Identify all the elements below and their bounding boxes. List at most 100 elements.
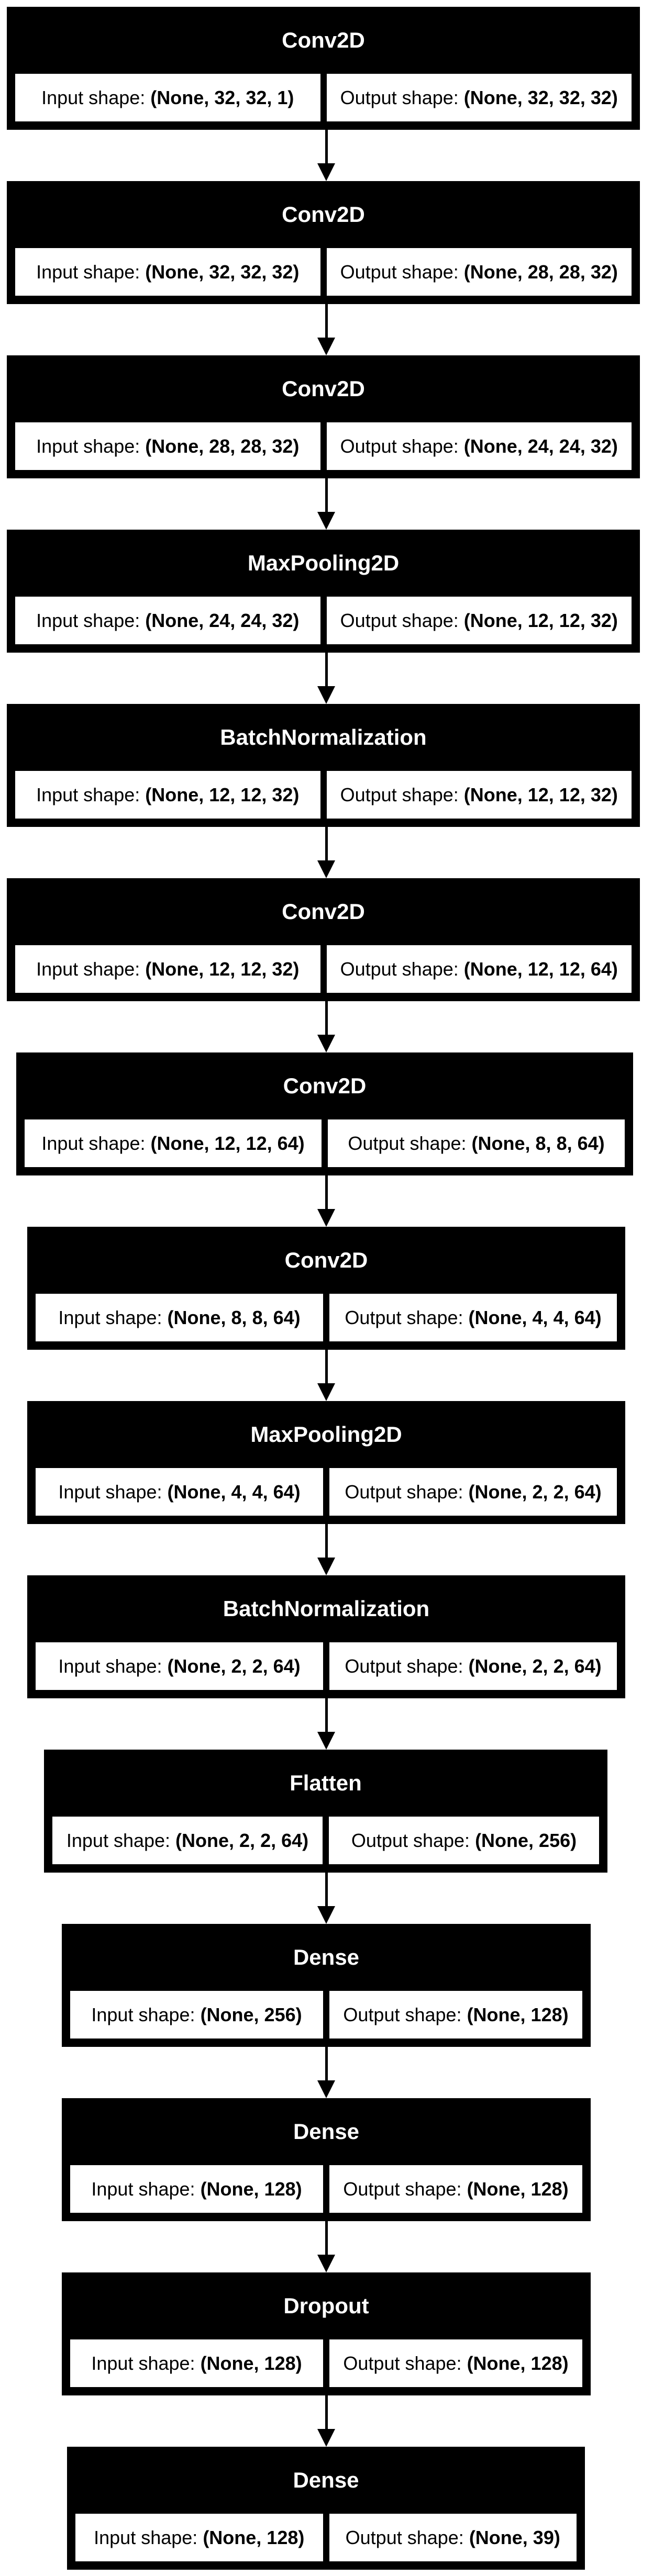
output-shape-value: (None, 2, 2, 64) xyxy=(468,1655,602,1677)
output-shape-value: (None, 128) xyxy=(467,2178,569,2200)
shape-row: Input shape:(None, 32, 32, 32)Output sha… xyxy=(15,248,632,296)
layer-name: Dense xyxy=(293,2119,360,2144)
input-shape-label: Input shape: xyxy=(91,2352,195,2374)
input-shape-cell: Input shape:(None, 12, 12, 32) xyxy=(15,771,320,819)
output-shape-label: Output shape: xyxy=(340,86,459,108)
arrow-down-icon xyxy=(317,338,335,355)
connector-line xyxy=(325,1001,328,1037)
output-shape-label: Output shape: xyxy=(340,958,459,980)
input-shape-value: (None, 32, 32, 32) xyxy=(145,261,300,283)
input-shape-value: (None, 8, 8, 64) xyxy=(167,1306,301,1328)
connector-line xyxy=(325,2047,328,2082)
output-shape-value: (None, 128) xyxy=(467,2003,569,2025)
shape-row: Input shape:(None, 12, 12, 64)Output sha… xyxy=(25,1119,625,1167)
input-shape-label: Input shape: xyxy=(94,2526,198,2548)
output-shape-cell: Output shape:(None, 2, 2, 64) xyxy=(329,1642,617,1690)
input-shape-label: Input shape: xyxy=(91,2178,195,2200)
output-shape-value: (None, 2, 2, 64) xyxy=(468,1481,602,1503)
output-shape-cell: Output shape:(None, 32, 32, 32) xyxy=(326,74,632,121)
output-shape-label: Output shape: xyxy=(340,261,459,283)
input-shape-value: (None, 24, 24, 32) xyxy=(145,609,300,631)
output-shape-cell: Output shape:(None, 128) xyxy=(329,2339,582,2387)
input-shape-label: Input shape: xyxy=(36,435,140,457)
input-shape-value: (None, 12, 12, 32) xyxy=(145,958,300,980)
input-shape-cell: Input shape:(None, 4, 4, 64) xyxy=(36,1468,323,1516)
input-shape-value: (None, 128) xyxy=(200,2178,302,2200)
input-shape-label: Input shape: xyxy=(66,1829,171,1851)
output-shape-label: Output shape: xyxy=(348,1132,467,1154)
connector-line xyxy=(325,478,328,514)
input-shape-cell: Input shape:(None, 256) xyxy=(70,1991,323,2039)
arrow-down-icon xyxy=(317,512,335,530)
input-shape-cell: Input shape:(None, 2, 2, 64) xyxy=(52,1817,323,1864)
layer-name: Dropout xyxy=(283,2293,369,2318)
output-shape-label: Output shape: xyxy=(343,2352,462,2374)
arrow-down-icon xyxy=(317,1209,335,1227)
shape-row: Input shape:(None, 28, 28, 32) Output sha… xyxy=(15,422,632,470)
layer-name: Conv2D xyxy=(283,1073,367,1098)
shape-row: Input shape:(None, 128)Output shape:(Non… xyxy=(75,2514,577,2561)
arrow-down-icon xyxy=(317,1558,335,1575)
input-shape-value: (None, 12, 12, 64) xyxy=(150,1132,305,1154)
arrow-down-icon xyxy=(317,1035,335,1052)
output-shape-cell: Output shape:(None, 39) xyxy=(329,2514,577,2561)
input-shape-cell: Input shape:(None, 2, 2, 64) xyxy=(36,1642,323,1690)
output-shape-cell: Output shape:(None, 12, 12, 64) xyxy=(326,945,632,993)
input-shape-cell: Input shape:(None, 32, 32, 32) xyxy=(15,248,320,296)
connector-line xyxy=(325,2395,328,2431)
input-shape-cell: Input shape:(None, 32, 32, 1) xyxy=(15,74,320,121)
shape-row: Input shape:(None, 8, 8, 64)Output shape… xyxy=(36,1294,617,1341)
input-shape-cell: Input shape:(None, 28, 28, 32) xyxy=(15,422,320,470)
shape-row: Input shape:(None, 4, 4, 64)Output shape… xyxy=(36,1468,617,1516)
layer-name: BatchNormalization xyxy=(220,725,427,749)
output-shape-cell: Output shape:(None, 28, 28, 32) xyxy=(326,248,632,296)
connector-line xyxy=(325,1873,328,1908)
connector-line xyxy=(325,130,328,165)
layer-name: Dense xyxy=(293,1945,360,1969)
input-shape-value: (None, 2, 2, 64) xyxy=(175,1829,309,1851)
input-shape-value: (None, 28, 28, 32) xyxy=(145,435,300,457)
output-shape-label: Output shape: xyxy=(340,609,459,631)
output-shape-value: (None, 39) xyxy=(469,2526,560,2548)
connector-line xyxy=(325,827,328,863)
input-shape-label: Input shape: xyxy=(58,1306,162,1328)
output-shape-value: (None, 12, 12, 32) xyxy=(463,609,618,631)
shape-row: Input shape:(None, 32, 32, 1)Output shap… xyxy=(15,74,632,121)
output-shape-label: Output shape: xyxy=(351,1829,470,1851)
connector-line xyxy=(325,304,328,340)
input-shape-cell: Input shape:(None, 128) xyxy=(70,2339,323,2387)
output-shape-cell: Output shape:(None, 12, 12, 32) xyxy=(326,597,632,644)
layer-node: Conv2D Input shape:(None, 28, 28, 32) Outp… xyxy=(7,355,640,478)
layer-name: Conv2D xyxy=(282,899,365,924)
output-shape-cell: Output shape:(None, 12, 12, 32) xyxy=(326,771,632,819)
layer-name: MaxPooling2D xyxy=(247,551,400,575)
layer-name: Conv2D xyxy=(282,376,365,401)
output-shape-value: (None, 32, 32, 32) xyxy=(463,86,618,108)
input-shape-cell: Input shape:(None, 128) xyxy=(75,2514,323,2561)
arrow-down-icon xyxy=(317,860,335,878)
output-shape-label: Output shape: xyxy=(343,2003,462,2025)
output-shape-label: Output shape: xyxy=(345,1481,463,1503)
layer-node: Conv2D Input shape:(None, 12, 12, 64)Outp… xyxy=(16,1052,633,1175)
input-shape-cell: Input shape:(None, 24, 24, 32) xyxy=(15,597,320,644)
layer-name: Conv2D xyxy=(282,202,365,227)
input-shape-cell: Input shape:(None, 8, 8, 64) xyxy=(36,1294,323,1341)
output-shape-value: (None, 128) xyxy=(467,2352,569,2374)
output-shape-cell: Output shape:(None, 2, 2, 64) xyxy=(329,1468,617,1516)
input-shape-cell: Input shape:(None, 128) xyxy=(70,2165,323,2213)
output-shape-label: Output shape: xyxy=(340,435,459,457)
input-shape-value: (None, 4, 4, 64) xyxy=(167,1481,301,1503)
output-shape-cell: Output shape:(None, 128) xyxy=(329,1991,582,2039)
input-shape-label: Input shape: xyxy=(58,1655,162,1677)
input-shape-value: (None, 128) xyxy=(200,2352,302,2374)
input-shape-value: (None, 128) xyxy=(203,2526,305,2548)
shape-row: Input shape:(None, 2, 2, 64)Output shape… xyxy=(36,1642,617,1690)
output-shape-cell: Output shape:(None, 4, 4, 64) xyxy=(329,1294,617,1341)
output-shape-cell: Output shape:(None, 256) xyxy=(329,1817,599,1864)
